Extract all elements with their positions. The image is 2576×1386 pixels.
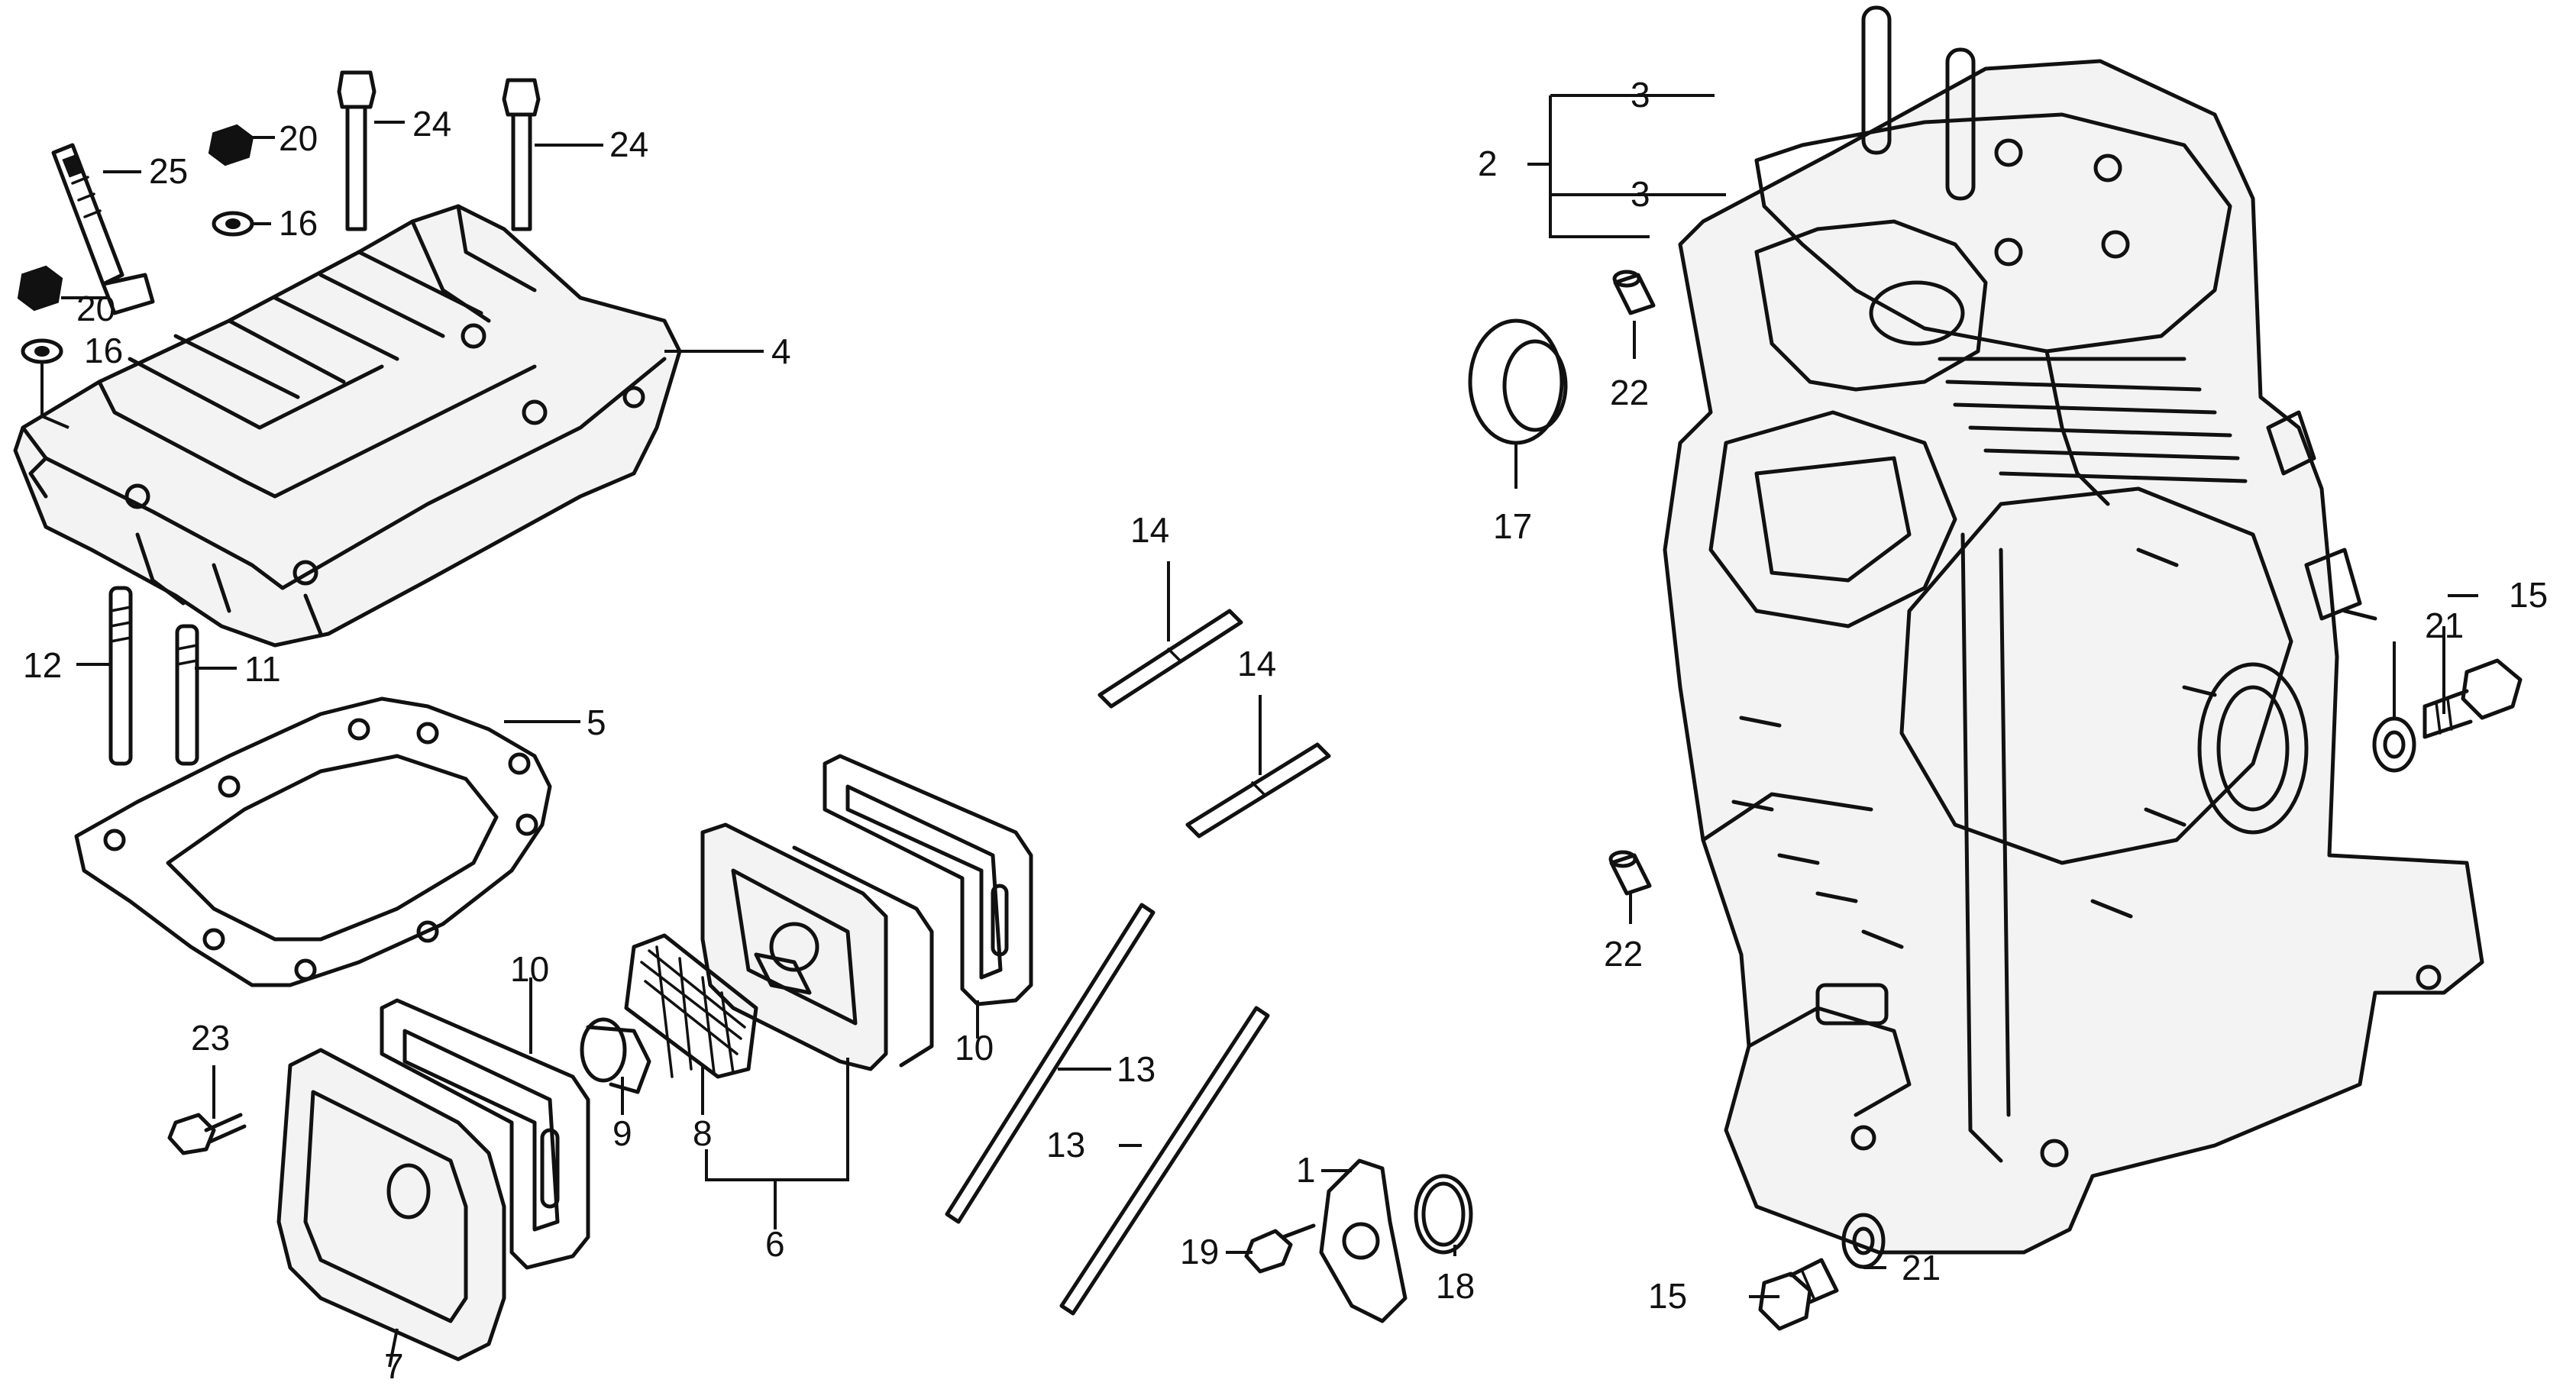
- callout-2: 2: [1478, 144, 1498, 183]
- callout-15-right: 15: [2509, 575, 2548, 615]
- drain-bolt-part: [1244, 1223, 1316, 1274]
- callout-10-right: 10: [955, 1028, 994, 1068]
- oil-plate-part: [1319, 1158, 1408, 1323]
- spark-plug-part: [51, 143, 155, 315]
- stud-bolt-part-short: [175, 624, 199, 766]
- bolt-part-right: [502, 78, 541, 231]
- callout-3-lower: 3: [1631, 174, 1650, 214]
- callout-24-right: 24: [609, 124, 648, 164]
- callout-7: 7: [384, 1346, 404, 1386]
- callout-22-upper: 22: [1610, 373, 1649, 412]
- callout-6: 6: [765, 1224, 785, 1264]
- callout-5: 5: [587, 703, 606, 742]
- stud-part-upper: [1097, 609, 1243, 709]
- callout-16-lower: 16: [84, 331, 123, 370]
- callout-17: 17: [1493, 506, 1532, 546]
- callout-13-upper: 13: [1117, 1049, 1155, 1089]
- callout-19: 19: [1180, 1232, 1219, 1271]
- callout-20-lower: 20: [76, 289, 115, 328]
- breather-cover-part: [276, 1048, 506, 1362]
- sealing-washer-part-right: [2372, 716, 2416, 773]
- callout-21-lower: 21: [1902, 1248, 1941, 1287]
- nut-part-lower: [17, 265, 63, 312]
- callout-20-upper: 20: [279, 118, 318, 158]
- callout-8: 8: [693, 1113, 713, 1153]
- push-rod-part-right: [1059, 1006, 1270, 1316]
- breather-seal-part: [580, 1017, 651, 1094]
- breather-gasket-part-left: [380, 998, 590, 1270]
- flange-bolt-part: [167, 1113, 247, 1155]
- breather-assembly-part: [700, 822, 934, 1071]
- callout-4: 4: [771, 331, 791, 371]
- cylinder-head-part: [13, 204, 682, 648]
- head-gasket-part: [74, 696, 552, 987]
- callout-9: 9: [612, 1113, 632, 1153]
- callout-labels: 25 20 16 20 16 24 24 4 12 11 5 23 10 10 …: [23, 75, 2548, 1386]
- bolt-part-left: [337, 70, 377, 231]
- leader-lines: [61, 94, 2478, 1368]
- callout-14-upper: 14: [1130, 510, 1169, 550]
- washer-part-lower: [21, 338, 69, 429]
- callout-23: 23: [191, 1018, 230, 1058]
- callout-14-lower: 14: [1237, 644, 1276, 683]
- callout-21-right: 21: [2425, 606, 2464, 645]
- breather-gasket-part-right: [823, 754, 1033, 1006]
- dowel-pin-part-upper: [1612, 270, 1656, 315]
- stud-bolt-part-long: [108, 586, 133, 766]
- callout-25: 25: [149, 151, 188, 191]
- callout-18: 18: [1436, 1266, 1475, 1306]
- cylinder-stud-part-upper: [1861, 5, 1892, 155]
- oil-seal-part: [1468, 318, 1568, 445]
- callout-13-lower: 13: [1046, 1125, 1085, 1165]
- nut-part-upper: [208, 124, 254, 166]
- callout-1: 1: [1296, 1150, 1316, 1190]
- stud-part-lower: [1185, 742, 1331, 838]
- callout-22-lower: 22: [1604, 934, 1643, 974]
- callout-12: 12: [23, 645, 62, 685]
- breather-filter-part: [624, 933, 758, 1079]
- callout-15-lower: 15: [1648, 1276, 1687, 1316]
- push-rod-part-left: [945, 903, 1155, 1224]
- washer-part-upper: [212, 211, 254, 237]
- drain-plug-part-lower: [1758, 1258, 1839, 1331]
- dowel-pin-part-lower: [1608, 850, 1652, 896]
- drain-plug-part-right: [2422, 658, 2523, 739]
- callout-16-upper: 16: [279, 203, 318, 243]
- cylinder-stud-part-lower: [1945, 47, 1976, 201]
- callout-3-upper: 3: [1631, 75, 1650, 115]
- crankcase-block-part: [1663, 59, 2484, 1255]
- callout-11: 11: [244, 649, 281, 689]
- o-ring-part: [1414, 1174, 1473, 1255]
- callout-24-left: 24: [412, 104, 451, 144]
- callout-10-left: 10: [510, 949, 549, 989]
